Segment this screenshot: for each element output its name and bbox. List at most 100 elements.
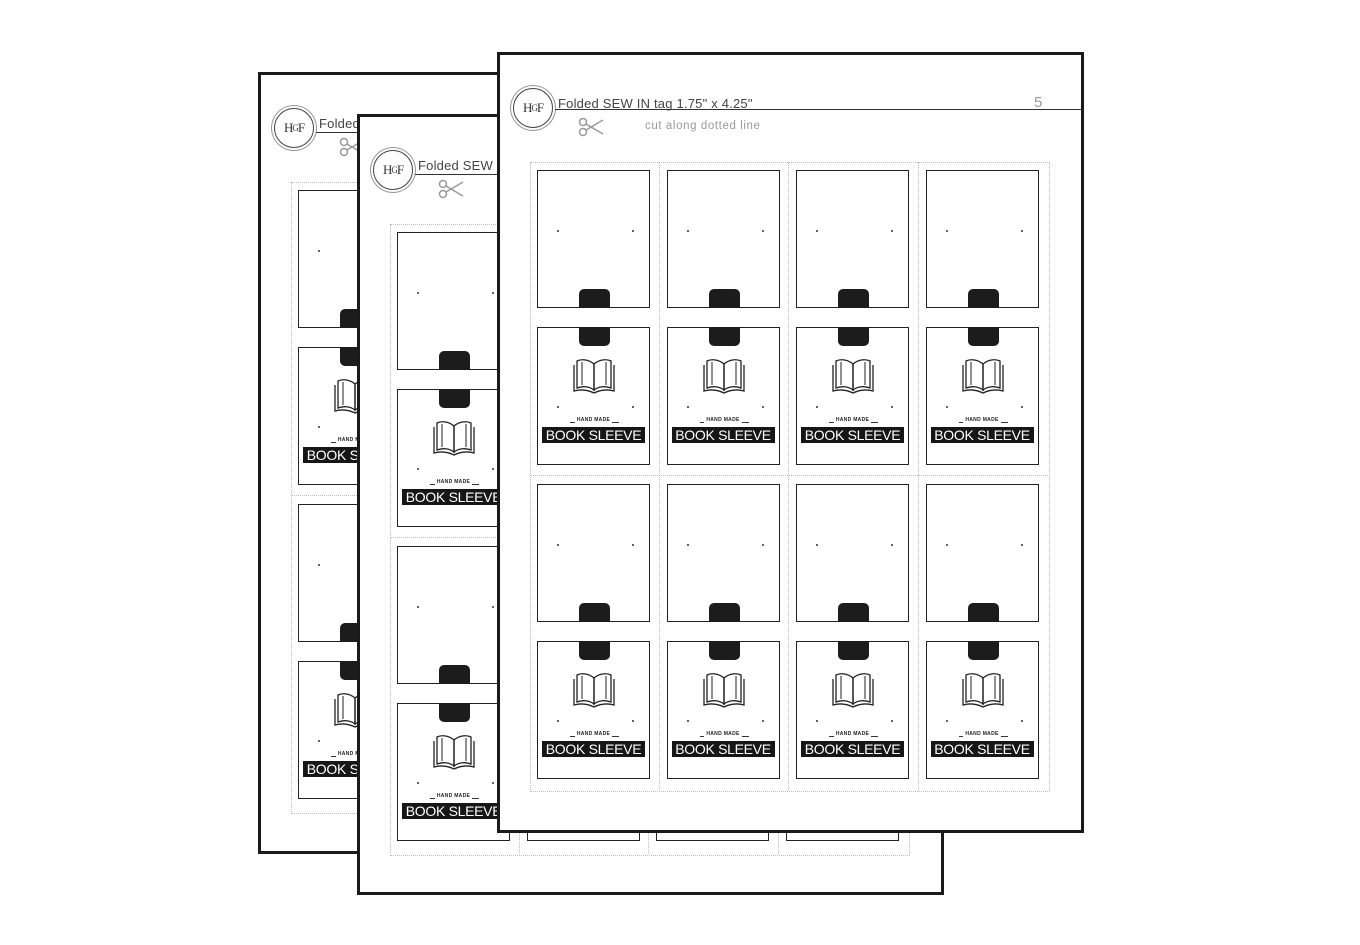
stitch-dot [686, 406, 689, 408]
fold-tab [439, 703, 470, 722]
fold-tab [439, 665, 470, 684]
cut-line [659, 162, 660, 790]
cut-line [788, 162, 789, 790]
fold-tab [579, 641, 610, 660]
tag-caption: HAND MADE [398, 793, 509, 799]
tag-caption: HAND MADE [299, 751, 410, 757]
tag-label: BOOK SLEEVE [542, 741, 645, 757]
stitch-dot [761, 230, 764, 232]
stitch-dot [1020, 720, 1023, 722]
tag-caption-text: HAND MADE [335, 751, 374, 757]
open-book-icon [573, 670, 615, 708]
stitch-dot [891, 406, 893, 408]
tag-label: BOOK SLEEVE [402, 489, 505, 505]
tag-back-panel [796, 170, 909, 308]
stitch-dot [417, 606, 419, 608]
stitch-dot [1020, 406, 1023, 408]
stitch-dot [945, 720, 948, 722]
fold-tab [838, 641, 869, 660]
page-number: 5 [1034, 94, 1043, 111]
fold-tab [579, 327, 610, 346]
tag-back-panel [925, 484, 1039, 622]
tag-caption-text: HAND MADE [704, 417, 742, 423]
stitch-dot [945, 230, 948, 232]
stitch-dot [632, 720, 634, 722]
tag-back-panel [397, 546, 510, 684]
fold-tab [967, 327, 999, 346]
header-rule [555, 109, 1081, 110]
stitch-dot [318, 250, 320, 252]
open-book-icon [961, 356, 1004, 394]
fold-tab [967, 641, 999, 660]
stitch-dot [816, 230, 818, 232]
tag-front-panel: HAND MADE BOOK SLEEVE [537, 641, 650, 779]
stitch-dot [761, 544, 764, 546]
tag-caption: HAND MADE [927, 731, 1038, 737]
open-book-icon [702, 670, 745, 708]
open-book-icon [832, 356, 874, 394]
stitch-dot [686, 230, 689, 232]
cut-grid [530, 162, 1050, 792]
tag-caption-text: HAND MADE [704, 731, 742, 737]
tag-label: BOOK SLEEVE [671, 427, 775, 443]
fold-tab [967, 603, 999, 622]
tag-caption: HAND MADE [538, 417, 649, 423]
tag-caption: HAND MADE [797, 417, 908, 423]
tag-back-panel [796, 484, 909, 622]
tag-caption-text: HAND MADE [434, 479, 473, 485]
stitch-dot [417, 292, 419, 294]
tag-caption: HAND MADE [299, 437, 410, 443]
cut-line [530, 475, 1048, 476]
stitch-dot [417, 782, 419, 784]
cut-instruction: cut along dotted line [645, 120, 761, 132]
fold-tab [708, 289, 740, 308]
stitch-dot [761, 720, 764, 722]
stitch-dot [686, 720, 689, 722]
cut-line [918, 162, 919, 790]
tag-label: BOOK SLEEVE [801, 741, 904, 757]
tag-front-panel: HAND MADE BOOK SLEEVE [397, 703, 510, 841]
tag-label: BOOK SLEEVE [801, 427, 904, 443]
stitch-dot [557, 406, 559, 408]
stitch-dot [492, 292, 494, 294]
stitch-dot [417, 468, 419, 470]
fold-tab [439, 389, 470, 408]
fold-tab [967, 289, 999, 308]
tag-caption: HAND MADE [668, 417, 779, 423]
fold-tab [838, 327, 869, 346]
tag-back-panel [537, 484, 650, 622]
stitch-dot [891, 230, 893, 232]
tag-caption-text: HAND MADE [963, 417, 1001, 423]
open-book-icon [702, 356, 745, 394]
open-book-icon [832, 670, 874, 708]
stitch-dot [816, 720, 818, 722]
stitch-dot [891, 544, 893, 546]
stitch-dot [632, 230, 634, 232]
stitch-dot [492, 782, 494, 784]
scissors-icon [578, 117, 604, 137]
tag-back-panel [397, 232, 510, 370]
tag-back-panel [537, 170, 650, 308]
tag-back-panel [666, 170, 780, 308]
stitch-dot [557, 230, 559, 232]
tag-back-panel [925, 170, 1039, 308]
open-book-icon [433, 418, 475, 456]
open-book-icon [433, 732, 475, 770]
stitch-dot [891, 720, 893, 722]
stitch-dot [632, 406, 634, 408]
stitch-dot [1020, 544, 1023, 546]
tag-label: BOOK SLEEVE [402, 803, 505, 819]
stitch-dot [945, 544, 948, 546]
sheet-title: Folded SEW IN tag 1.75" x 4.25" [558, 96, 753, 111]
tag-caption-text: HAND MADE [574, 731, 613, 737]
tag-caption-text: HAND MADE [833, 417, 872, 423]
stitch-dot [686, 544, 689, 546]
stitch-dot [945, 406, 948, 408]
tag-label: BOOK SLEEVE [671, 741, 775, 757]
